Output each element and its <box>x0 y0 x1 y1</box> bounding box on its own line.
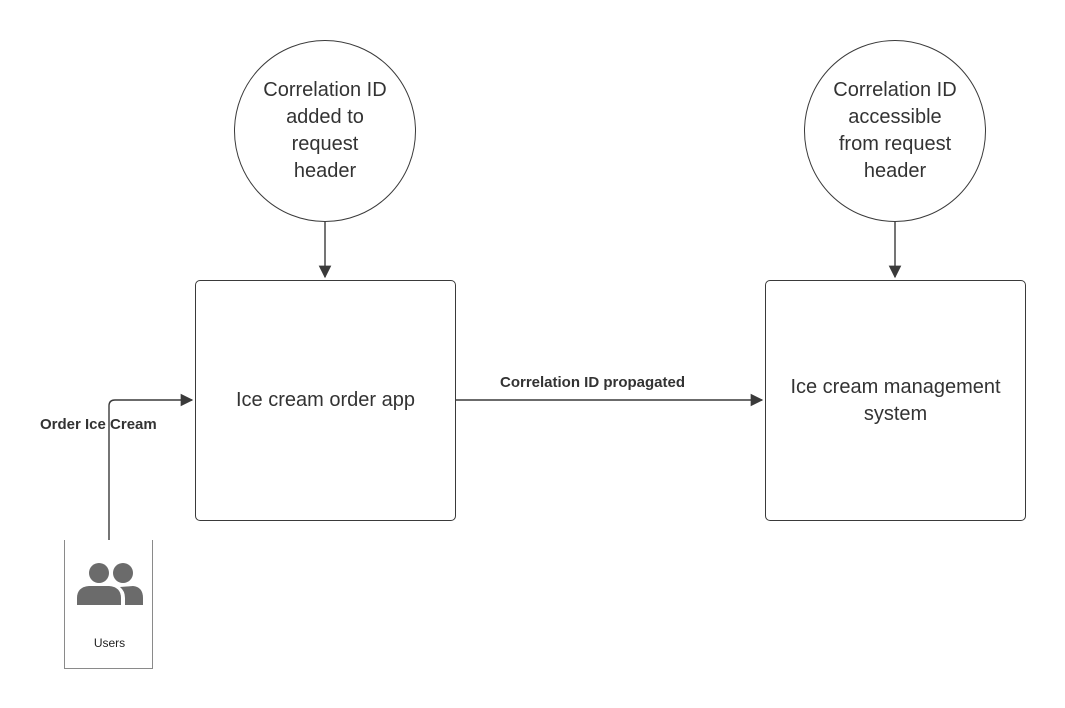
circle-left-line: Correlation ID <box>263 79 387 101</box>
circle-right-line: header <box>863 160 927 182</box>
order-app-box: Ice cream order app <box>195 280 456 521</box>
correlation-accessible-text: Correlation ID accessible from request h… <box>820 77 970 185</box>
arrow-users-to-order-app <box>108 393 194 540</box>
users-card: Users <box>64 540 153 669</box>
management-system-box: Ice cream management system <box>765 280 1026 521</box>
users-icon <box>77 563 143 605</box>
circle-right-line: accessible <box>848 106 942 128</box>
circle-right-line: from request <box>838 133 952 155</box>
circle-right-line: Correlation ID <box>833 79 957 101</box>
users-label: Users <box>93 636 126 650</box>
circle-left-line: request <box>291 133 359 155</box>
management-system-label: Ice cream management system <box>790 375 1001 425</box>
order-app-label: Ice cream order app <box>236 389 415 411</box>
circle-left-line: header <box>293 160 357 182</box>
order-ice-cream-label: Order Ice Cream <box>40 416 157 433</box>
circle-left-line: added to <box>286 106 364 128</box>
correlation-added-text: Correlation ID added to request header <box>250 77 400 185</box>
correlation-added-circle: Correlation ID added to request header <box>234 40 416 222</box>
correlation-propagated-label: Correlation ID propagated <box>500 374 686 391</box>
correlation-accessible-circle: Correlation ID accessible from request h… <box>804 40 986 222</box>
